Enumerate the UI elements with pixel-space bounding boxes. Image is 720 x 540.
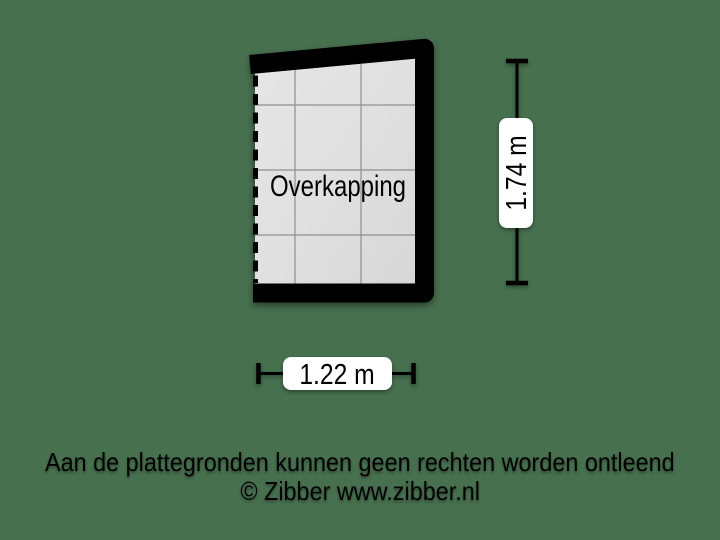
- width-dimension-label-background: [283, 357, 392, 390]
- width-dimension: 1.22 m: [256, 357, 416, 390]
- width-dimension-label: 1.22 m: [299, 358, 374, 390]
- disclaimer-text-content: Aan de plattegronden kunnen geen rechten…: [45, 447, 675, 477]
- credit-text: © Zibber www.zibber.nl: [0, 476, 720, 506]
- credit-text-content: © Zibber www.zibber.nl: [240, 476, 480, 506]
- floor-grid: [255, 63, 416, 284]
- height-dimension: 1.74 m: [499, 58, 533, 286]
- height-dimension-label: 1.74 m: [500, 135, 532, 210]
- room-overkapping: Overkapping: [249, 38, 434, 303]
- disclaimer-text: Aan de plattegronden kunnen geen rechten…: [0, 447, 720, 477]
- height-dimension-label-background: [499, 118, 533, 228]
- room-walls: [249, 38, 434, 303]
- room-label: Overkapping: [270, 168, 406, 202]
